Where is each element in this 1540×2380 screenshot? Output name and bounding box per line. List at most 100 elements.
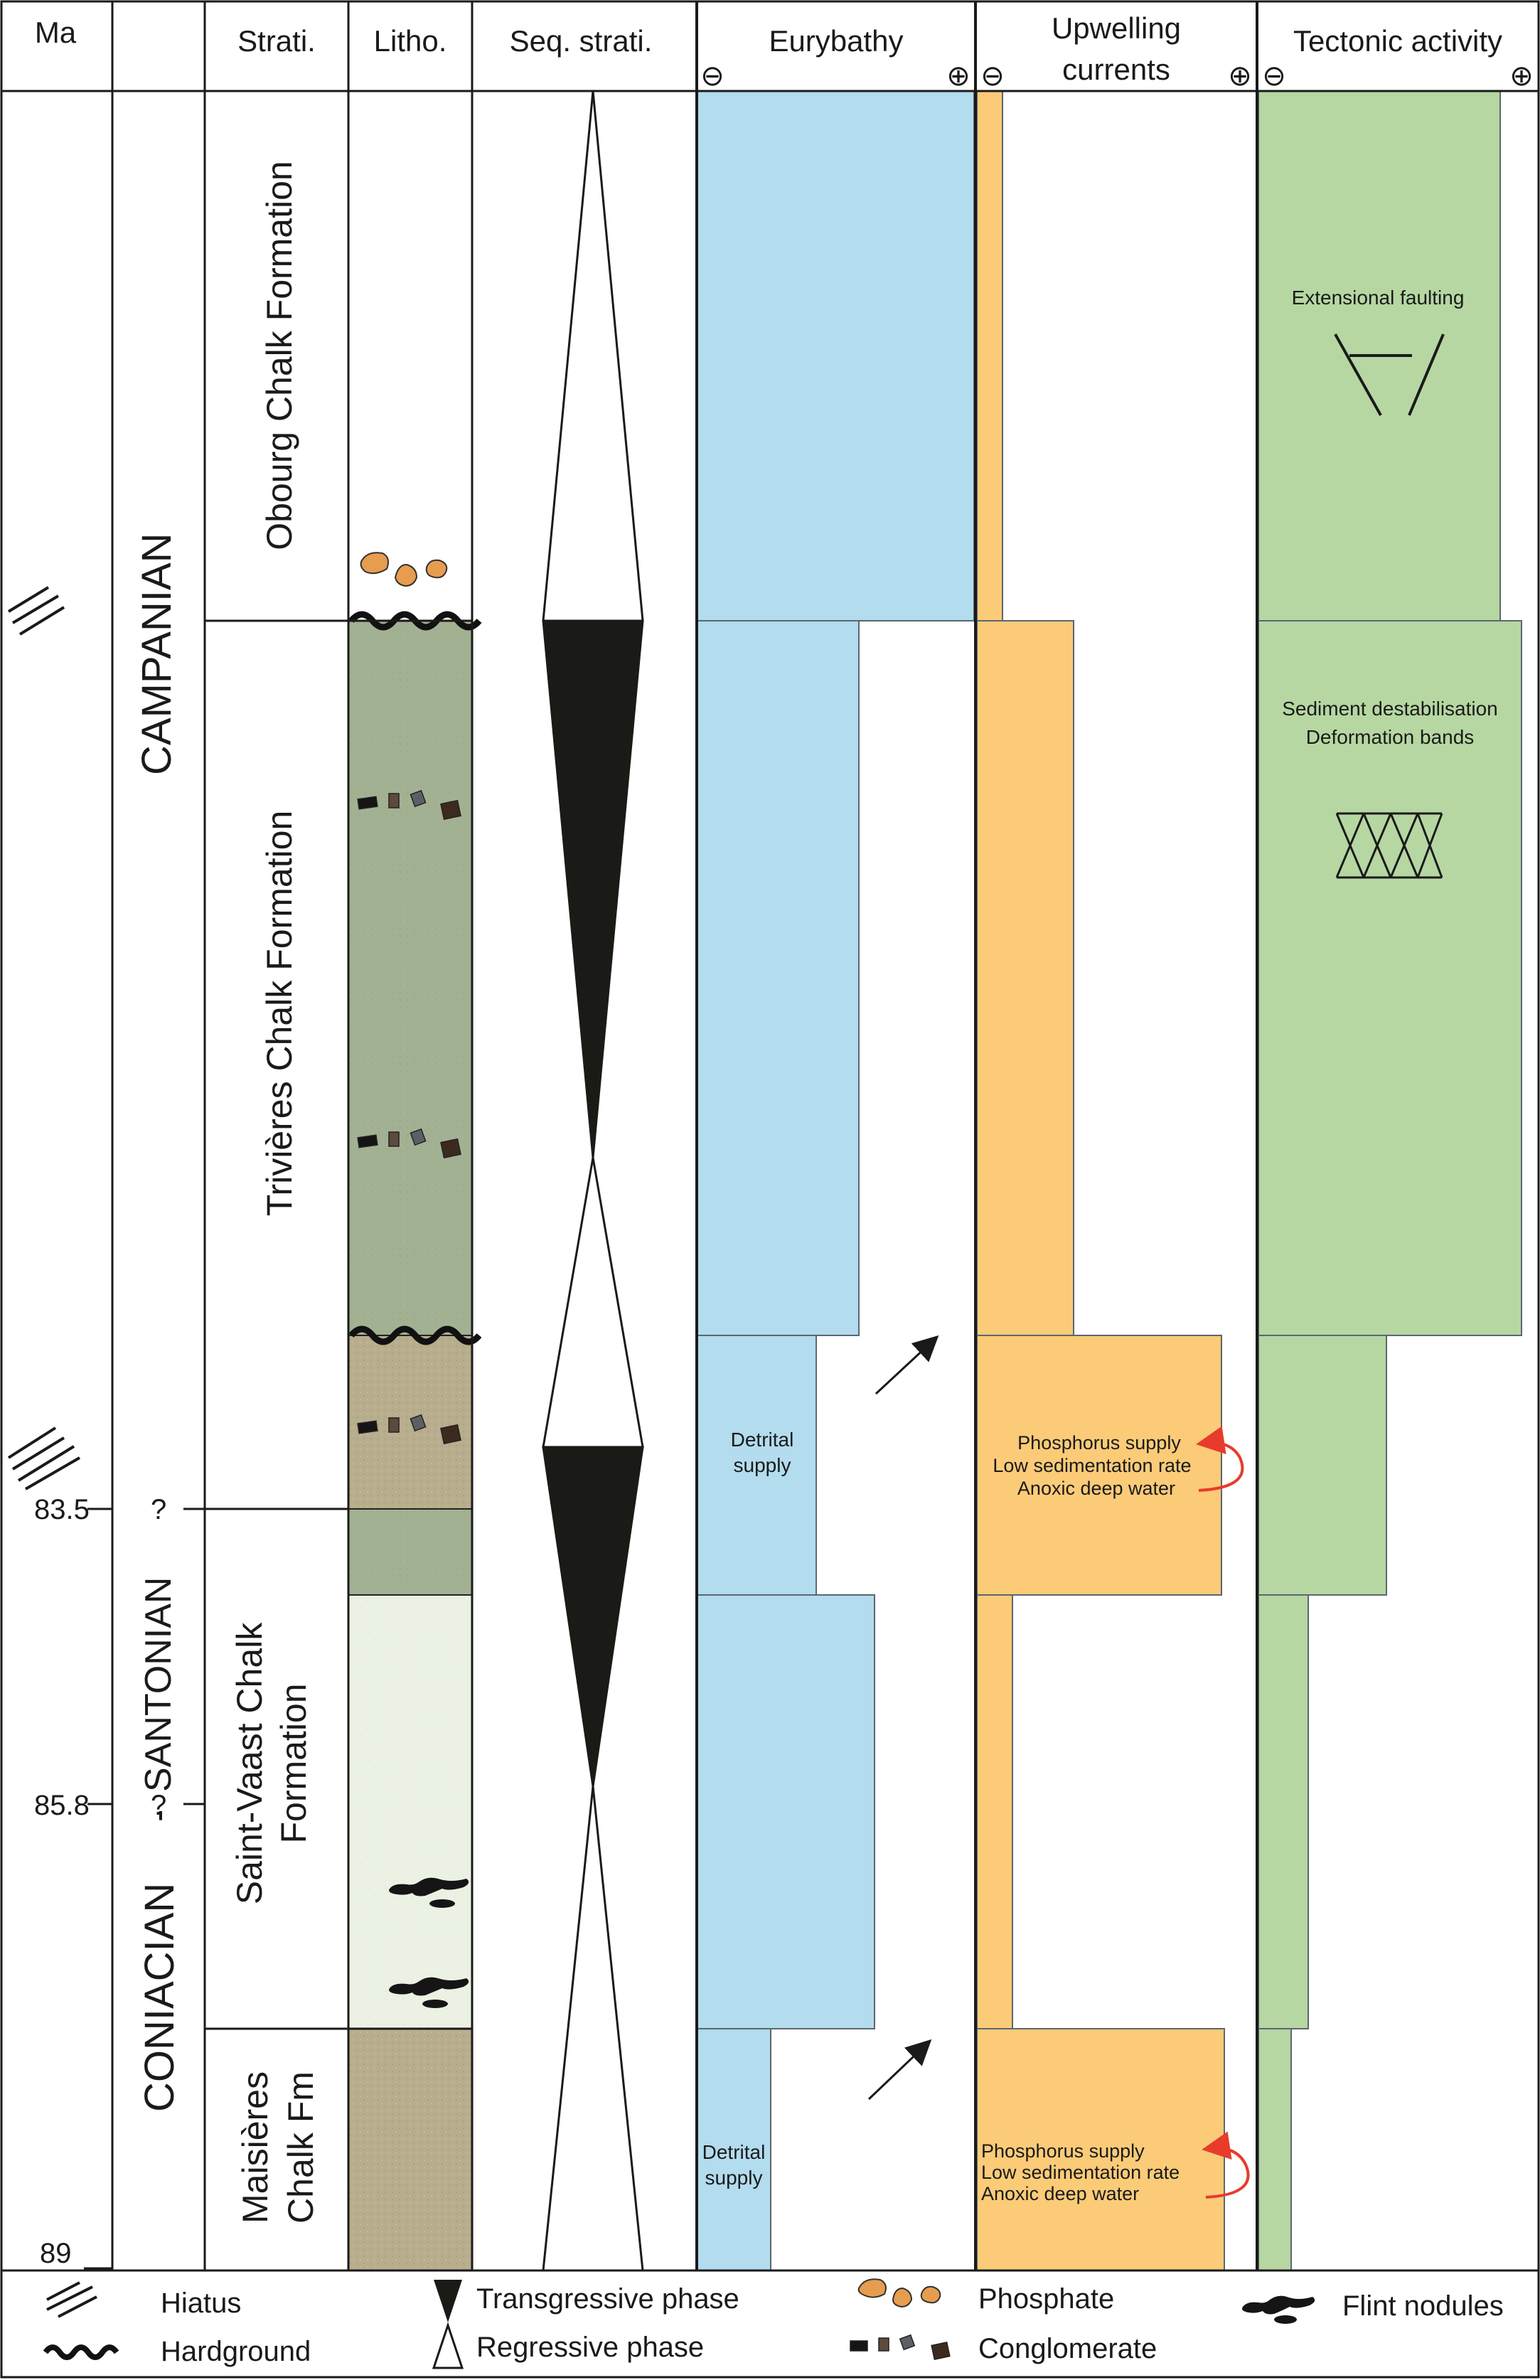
legend: Hiatus Hardground Transgressive phase Re… xyxy=(43,2278,1504,2369)
header-ma: Ma xyxy=(35,16,77,49)
hardground-symbol xyxy=(348,1325,482,1345)
legend-phosphate-icon xyxy=(857,2278,941,2308)
stage-campanian: CAMPANIAN xyxy=(134,533,180,775)
stage-dash: - xyxy=(138,1810,179,1822)
header-seq-strati: Seq. strati. xyxy=(510,24,653,58)
eurybathy-bar xyxy=(696,1335,817,1596)
tectonic-note-extensional: Extensional faulting xyxy=(1292,287,1465,309)
upwelling-bars xyxy=(976,90,1225,2271)
age-label-83-5: 83.5 xyxy=(34,1494,90,1525)
upwelling-note-anoxic: Anoxic deep water xyxy=(981,2183,1139,2204)
upwelling-bar xyxy=(976,2028,1225,2271)
legend-regressive-icon xyxy=(432,2322,464,2369)
eurybathy-bar xyxy=(696,620,860,1336)
tectonic-note-deformation: Deformation bands xyxy=(1306,726,1475,748)
legend-hiatus-label: Hiatus xyxy=(161,2288,241,2319)
upwelling-bar xyxy=(976,90,1003,621)
deformation-bands-symbol xyxy=(1335,812,1443,879)
regressive-triangle xyxy=(542,90,644,622)
upwelling-minus-icon: ⊖ xyxy=(980,60,1005,92)
age-label-89: 89 xyxy=(40,2238,72,2269)
eurybathy-note-supply: supply xyxy=(705,2167,763,2189)
tectonic-plus-icon: ⊕ xyxy=(1509,60,1534,92)
formation-saint-vaast-line2: Formation xyxy=(274,1683,314,1843)
litho-column xyxy=(348,620,473,2271)
upwelling-bar xyxy=(976,1335,1222,1596)
formation-trivieres: Trivières Chalk Formation xyxy=(260,811,299,1217)
age-label-85-8: 85.8 xyxy=(34,1790,90,1821)
formation-maisieres-line1: Maisières xyxy=(235,2071,275,2224)
litho-maisieres xyxy=(348,2028,473,2271)
sequence-column xyxy=(542,90,644,2272)
eurybathy-bar xyxy=(696,90,975,621)
header-litho: Litho. xyxy=(374,24,447,58)
transgressive-triangle xyxy=(542,619,644,1158)
legend-conglomerate-label: Conglomerate xyxy=(978,2333,1157,2364)
header-strati: Strati. xyxy=(237,24,316,58)
formation-maisieres-line2: Chalk Fm xyxy=(281,2071,321,2224)
conglomerate-symbol xyxy=(357,789,461,821)
regressive-triangle xyxy=(542,1786,644,2272)
legend-hiatus-icon xyxy=(46,2281,97,2318)
upwelling-note-phosphorus: Phosphorus supply xyxy=(1017,1432,1181,1453)
upwelling-note-sedimentation: Low sedimentation rate xyxy=(993,1455,1191,1476)
feedback-arrow xyxy=(1202,2131,1250,2199)
header-upwelling-line1: Upwelling xyxy=(1052,11,1181,45)
upwelling-note-anoxic: Anoxic deep water xyxy=(1017,1478,1175,1499)
upwelling-bar xyxy=(976,1594,1013,2029)
conglomerate-symbol xyxy=(357,1414,461,1445)
formation-saint-vaast-line1: Saint-Vaast Chalk xyxy=(230,1622,269,1904)
tectonic-bar xyxy=(1258,1594,1309,2029)
legend-conglomerate-icon xyxy=(850,2334,951,2360)
legend-hardground-label: Hardground xyxy=(161,2336,311,2367)
graben-symbol xyxy=(1334,333,1445,416)
header-eurybathy: Eurybathy xyxy=(769,24,903,58)
formation-obourg: Obourg Chalk Formation xyxy=(260,161,299,550)
header-tectonic: Tectonic activity xyxy=(1293,24,1502,58)
phosphate-symbol xyxy=(360,552,448,587)
eurybathy-note-supply: supply xyxy=(734,1454,791,1476)
legend-flint-icon xyxy=(1242,2295,1315,2324)
legend-flint-label: Flint nodules xyxy=(1342,2290,1504,2322)
eurybathy-bar xyxy=(696,1594,875,2029)
upwelling-note-phosphorus: Phosphorus supply xyxy=(981,2140,1145,2162)
legend-transgressive-label: Transgressive phase xyxy=(476,2283,739,2315)
header-upwelling-line2: currents xyxy=(1062,53,1170,86)
stage-santonian: SANTONIAN xyxy=(138,1577,179,1792)
regressive-triangle xyxy=(542,1157,644,1448)
eurybathy-minus-icon: ⊖ xyxy=(700,60,724,92)
litho-santonian-green xyxy=(348,1508,473,1596)
eurybathy-note-detrital: Detrital xyxy=(702,2141,766,2163)
eurybathy-bars xyxy=(696,90,975,2271)
legend-regressive-label: Regressive phase xyxy=(476,2332,704,2363)
hiatus-symbol xyxy=(7,586,81,1490)
conglomerate-symbol xyxy=(357,1128,461,1159)
tectonic-bar xyxy=(1258,620,1522,1336)
upwelling-bar xyxy=(976,620,1074,1336)
upwelling-plus-icon: ⊕ xyxy=(1228,60,1252,92)
age-ticks xyxy=(84,1507,205,2270)
litho-trivieres-green xyxy=(348,620,473,1336)
deepening-arrow xyxy=(875,1335,939,1395)
feedback-arrow xyxy=(1196,1426,1244,1492)
boundary-question-mark: ? xyxy=(151,1494,166,1525)
tectonic-bar xyxy=(1258,2028,1292,2271)
tectonic-note-destabilisation: Sediment destabilisation xyxy=(1282,698,1498,720)
transgressive-triangle xyxy=(542,1446,644,1787)
stage-coniacian: CONIACIAN xyxy=(137,1883,183,2112)
tectonic-minus-icon: ⊖ xyxy=(1262,60,1286,92)
legend-phosphate-label: Phosphate xyxy=(978,2283,1114,2315)
litho-saint-vaast xyxy=(348,1594,473,2029)
eurybathy-plus-icon: ⊕ xyxy=(946,60,970,92)
legend-transgressive-icon xyxy=(434,2280,462,2322)
boundary-question-mark: ? xyxy=(151,1790,166,1821)
flint-symbol xyxy=(389,1877,469,2008)
legend-hardground-icon xyxy=(43,2344,119,2360)
upwelling-note-sedimentation: Low sedimentation rate xyxy=(981,2162,1180,2183)
tectonic-bars xyxy=(1258,90,1522,2271)
eurybathy-bar xyxy=(696,2028,771,2271)
deepening-arrow xyxy=(867,2039,932,2101)
tectonic-bar xyxy=(1258,1335,1387,1596)
eurybathy-note-detrital: Detrital xyxy=(731,1429,794,1451)
